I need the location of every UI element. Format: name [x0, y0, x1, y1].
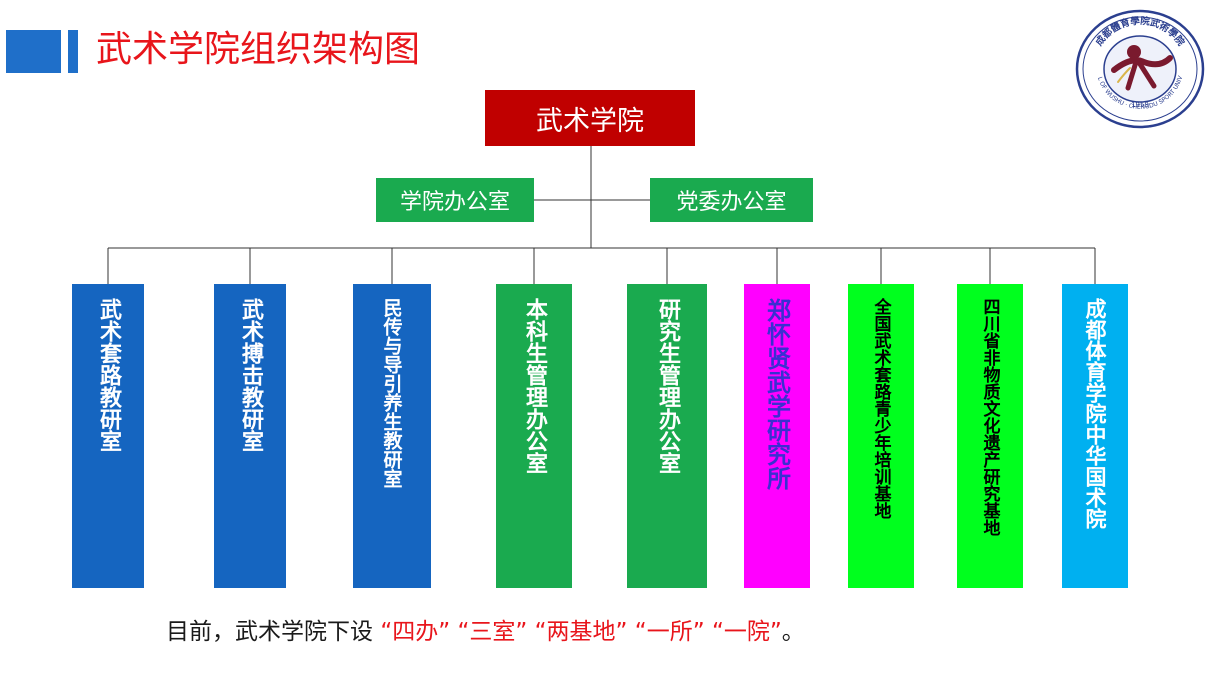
summary-suffix: 。	[781, 619, 805, 645]
summary-item: “两基地”	[534, 619, 628, 645]
title-accent-bar	[68, 30, 78, 73]
unit-node-guoshu-academy: 成都体育学院中华国术院	[1062, 284, 1128, 588]
unit-node-youth-training-base: 全国武术套路青少年培训基地	[848, 284, 914, 588]
unit-node-grad-office: 研究生管理办公室	[627, 284, 707, 588]
unit-node-undergrad-office: 本科生管理办公室	[496, 284, 572, 588]
root-label: 武术学院	[536, 105, 644, 137]
summary-item: “一院”	[711, 619, 782, 645]
unit-label: 民传与导引养生教研室	[380, 298, 403, 488]
summary-item: “一所”	[634, 619, 705, 645]
page-title: 武术学院组织架构图	[96, 29, 421, 70]
unit-label: 成都体育学院中华国术院	[1083, 298, 1107, 529]
office-node-party: 党委办公室	[650, 178, 813, 222]
office-node-college: 学院办公室	[376, 178, 534, 222]
wushu-figure-icon	[1111, 45, 1173, 91]
summary-item: “四办”	[380, 619, 451, 645]
root-node: 武术学院	[485, 90, 695, 146]
unit-label: 研究生管理办公室	[655, 298, 680, 474]
unit-label: 四川省非物质文化遗产研究基地	[979, 298, 1000, 536]
summary-prefix: 目前，武术学院下设	[166, 619, 373, 645]
unit-label: 郑怀贤武学研究所	[762, 298, 791, 490]
unit-label: 武术搏击教研室	[238, 298, 263, 452]
unit-label: 全国武术套路青少年培训基地	[870, 298, 891, 519]
logo-year: 1959	[1131, 101, 1149, 109]
unit-label: 武术套路教研室	[96, 298, 121, 452]
unit-node-heritage-base: 四川省非物质文化遗产研究基地	[957, 284, 1023, 588]
office-label: 学院办公室	[399, 190, 510, 215]
unit-node-research-institute: 郑怀贤武学研究所	[744, 284, 810, 588]
summary-line: 目前，武术学院下设 “四办” “三室” “两基地” “一所” “一院”。	[166, 612, 805, 646]
summary-item: “三室”	[457, 619, 528, 645]
office-label: 党委办公室	[676, 190, 787, 215]
title-accent-block	[6, 30, 61, 73]
unit-node-wushu-routine: 武术套路教研室	[72, 284, 144, 588]
unit-node-traditional-health: 民传与导引养生教研室	[353, 284, 431, 588]
school-logo: 成都體育學院武術學院 SCHOOL OF WUSHU · CHENGDU SPO…	[1074, 8, 1205, 129]
unit-label: 本科生管理办公室	[522, 298, 547, 474]
unit-node-wushu-combat: 武术搏击教研室	[214, 284, 286, 588]
